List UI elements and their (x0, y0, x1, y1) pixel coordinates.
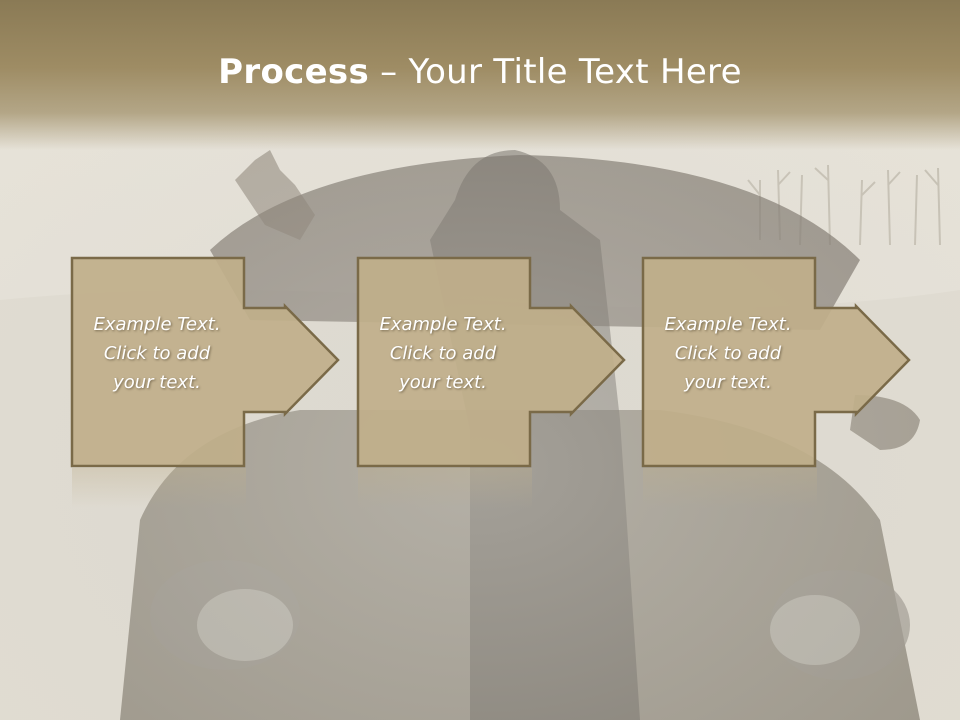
step-reflection (643, 468, 817, 508)
process-step-3[interactable]: Example Text. Click to add your text. (641, 256, 911, 468)
header-band (0, 0, 960, 150)
process-step-2[interactable]: Example Text. Click to add your text. (356, 256, 626, 468)
process-step-1[interactable]: Example Text. Click to add your text. (70, 256, 340, 468)
step-text: Example Text. Click to add your text. (93, 314, 221, 393)
title-rest: – Your Title Text Here (369, 52, 742, 92)
step-arrow-shape (70, 256, 340, 468)
slide-title[interactable]: Process – Your Title Text Here (0, 52, 960, 92)
step-reflection (358, 468, 532, 508)
title-bold: Process (218, 52, 370, 92)
step-reflection (72, 468, 246, 508)
step-text: Example Text. Click to add your text. (664, 314, 792, 393)
step-arrow-shape (641, 256, 911, 468)
step-text: Example Text. Click to add your text. (379, 314, 507, 393)
step-arrow-shape (356, 256, 626, 468)
